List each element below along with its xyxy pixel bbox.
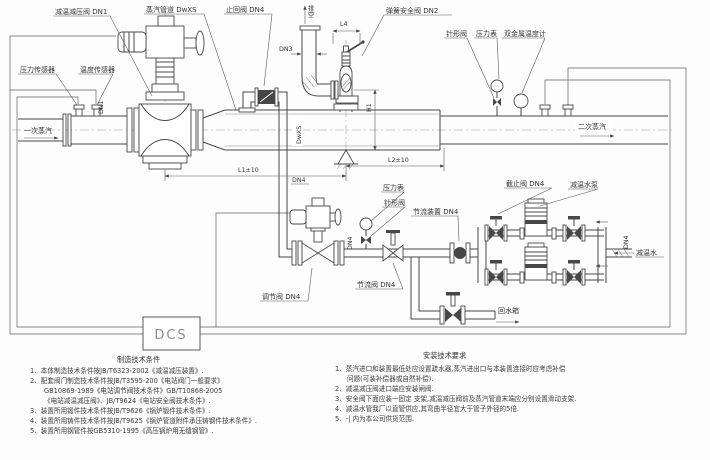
- dcs-box: DCS: [142, 316, 201, 351]
- regulating-valve: [289, 197, 345, 266]
- dn4-reg-dim: DN4: [347, 236, 354, 250]
- dcs-label: DCS: [154, 328, 187, 343]
- dwxs-dim: DwXS: [296, 126, 303, 144]
- stop-valve-label: 截止阀 DN4: [506, 179, 545, 188]
- signal-lines: [9, 35, 687, 335]
- pressure-gauge-icon: [490, 79, 504, 93]
- note-line: 3、安全阀下面应装一固定 支架,减温减压阀前及蒸汽管道末端应分别设置滑动支架.: [335, 394, 576, 403]
- note-line: 1、本体制造技术条件按JB/T6323-2002《减温减压装置》.: [30, 366, 204, 375]
- vent-pipe: [299, 5, 321, 97]
- note-line: 4、装置所用铸件技术条件按JB/T9625《锅炉管道附件承压铸钢件技术条件》.: [30, 416, 257, 425]
- water-line: [289, 197, 634, 325]
- note-line: 问题(可装补偿器或自然补偿).: [347, 374, 433, 383]
- thermometer-label: 双金属温度计: [504, 29, 546, 38]
- water-pump-upper: [519, 198, 557, 240]
- drain-line: [410, 257, 520, 325]
- handwheel-icon: [195, 30, 205, 56]
- reducing-valve-label: 减温减压阀 DN1: [55, 7, 107, 16]
- note-line: 5、装置所用钢管件按GB5310-1995《高压锅炉用无缝钢管》.: [30, 426, 214, 435]
- handwheel-icon: [334, 208, 342, 226]
- thermometer-tap: [513, 93, 529, 116]
- l1-dim: L1±10: [238, 167, 259, 174]
- stop-valve-upper-left: [484, 216, 508, 242]
- h1-dim: H1: [366, 103, 373, 112]
- notes-right-title: 安装技术要求: [423, 351, 466, 360]
- pressure-gauge-icon: [359, 217, 373, 231]
- thermometer-icon: [513, 93, 529, 109]
- dimension-texts: DN3 L4 L1±10 L2±10 DN4 DN1 DwXS H1 DN4 D…: [98, 21, 630, 250]
- note-line: GB10869-1989《电站调节阀技术条件》GB/T10868-2005: [44, 386, 222, 395]
- outlet-sensor-1: [539, 104, 551, 117]
- needle-valve-gauge-tap: [490, 79, 504, 116]
- outlet-instruments: [490, 79, 574, 117]
- note-line: 2、配套阀门制造技术条件按JB/T3595-200《电站阀门一般要求》: [30, 376, 224, 385]
- cooling-water-label: 减温水: [636, 248, 657, 257]
- water-pressure-gauge-label: 压力表: [383, 183, 404, 192]
- note-line: 5、-| 内为本公司供货范围.: [335, 414, 414, 423]
- note-line: 3、装置所用锻件技术条件按JB/T9626《锅炉锻件技术条件》.: [30, 406, 211, 415]
- water-pump-lower: [519, 242, 557, 284]
- check-valve-label: 止回阀 DN4: [226, 5, 265, 14]
- throttle-valve-label: 节流阀 DN4: [357, 280, 396, 289]
- safety-valve-label: 弹簧安全阀 DN2: [386, 6, 438, 15]
- pressure-sensor-label: 压力传感器: [20, 65, 55, 74]
- temperature-sensor-label: 温度传感器: [80, 65, 115, 74]
- labels: 减温减压阀 DN1 蒸汽管道 DwXS 止回阀 DN4 排空 弹簧安全阀 DN2…: [20, 4, 657, 315]
- vent-label: 排空: [307, 4, 314, 18]
- safety-valve-lever-icon: [346, 41, 364, 53]
- safety-valve: [318, 40, 365, 112]
- stop-valve-upper-right: [562, 216, 586, 242]
- dn4-riser-dim: DN4: [292, 177, 306, 184]
- throttle-device-label: 节流装置 DN4: [413, 207, 459, 216]
- pressure-sensor-tap: [73, 104, 85, 117]
- return-tank-label: 回水箱: [498, 306, 519, 315]
- leader-lines: [18, 13, 664, 302]
- primary-steam-label: 一次蒸汽: [24, 126, 52, 135]
- note-line: 1、蒸汽进口和装置最低处应设置疏水器,蒸汽进出口与本装置连接时应考虑补偿: [335, 364, 566, 373]
- needle-valve-top-label: 针形阀: [446, 29, 467, 38]
- water-needle-valve-label: 针形阀: [384, 198, 405, 207]
- stop-valve-lower-left: [484, 260, 508, 286]
- dimensions: [164, 29, 445, 181]
- notes-left-title: 制造技术条件: [117, 355, 160, 364]
- outlet-sensor-2: [562, 104, 574, 117]
- note-line: 《电站减温减压阀》、JB/T9624《电站安全阀技术条件》.: [44, 396, 211, 405]
- notes-right: 安装技术要求 1、蒸汽进口和装置最低处应设置疏水器,蒸汽进出口与本装置连接时应考…: [335, 351, 576, 423]
- water-gauge-tap: [359, 217, 373, 249]
- electric-actuator: [117, 15, 205, 93]
- l2-dim: L2±10: [388, 157, 409, 164]
- steam-pipe-main: [202, 109, 668, 151]
- dn1-dim: DN1: [98, 100, 105, 114]
- throttle-device: [449, 242, 471, 264]
- primary-steam-pipe: [18, 104, 127, 147]
- note-line: 2、减温减压阀进口端应安装闸阀.: [335, 384, 434, 393]
- regulating-valve-label: 调节阀 DN4: [262, 292, 301, 301]
- pressure-reducing-valve: [126, 91, 204, 170]
- pressure-gauge-top-label: 压力表: [476, 29, 497, 38]
- check-valve-line: [238, 87, 292, 258]
- throttle-valve: [382, 230, 404, 262]
- water-pump-label: 减温水泵: [570, 180, 598, 189]
- secondary-steam-label: 二次蒸汽: [578, 122, 606, 131]
- steam-pipe-label: 蒸汽管道 DwXS: [146, 5, 197, 14]
- note-line: 4、减温水管我厂以直管供应,其弯曲半径宜大于管子外径的5倍.: [335, 404, 519, 413]
- dn3-dim: DN3: [279, 46, 293, 53]
- dn4-inlet-dim: DN4: [623, 235, 630, 249]
- notes-left: 制造技术条件 1、本体制造技术条件按JB/T6323-2002《减温减压装置》.…: [30, 355, 257, 435]
- l4-dim: L4: [340, 21, 348, 28]
- stop-valve-lower-right: [562, 260, 586, 286]
